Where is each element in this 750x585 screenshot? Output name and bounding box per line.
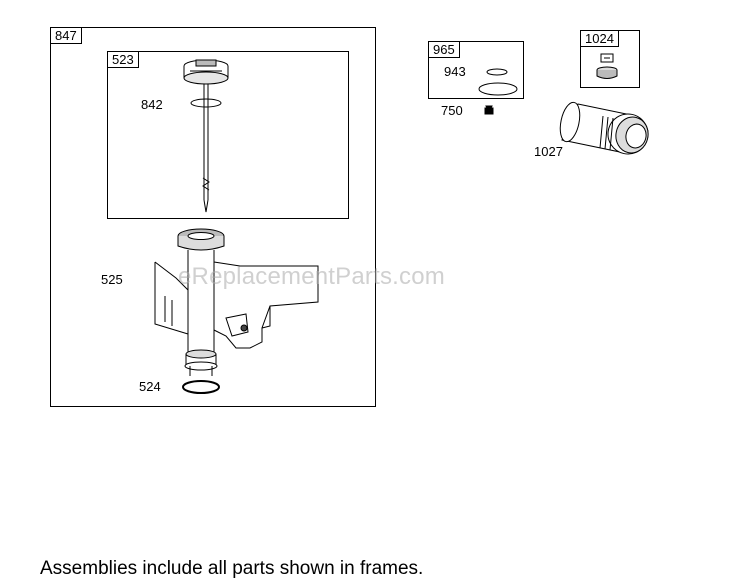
- part-label-943: 943: [444, 64, 466, 79]
- frame-label-965: 965: [428, 41, 460, 58]
- assembly-frame-847: 847: [50, 27, 376, 407]
- assembly-frame-1024: 1024: [580, 30, 640, 88]
- assembly-frame-523: 523: [107, 51, 349, 219]
- frame-label-847: 847: [50, 27, 82, 44]
- assemblies-footnote: Assemblies include all parts shown in fr…: [40, 558, 424, 579]
- frame-label-1024: 1024: [580, 30, 619, 47]
- watermark-text: eReplacementParts.com: [178, 263, 445, 290]
- part-label-750: 750: [441, 103, 463, 118]
- part-label-525: 525: [101, 272, 123, 287]
- part-label-524: 524: [139, 379, 161, 394]
- part-label-842: 842: [141, 97, 163, 112]
- frame-label-523: 523: [107, 51, 139, 68]
- assembly-frame-965: 965: [428, 41, 524, 99]
- part-label-1027: 1027: [534, 144, 563, 159]
